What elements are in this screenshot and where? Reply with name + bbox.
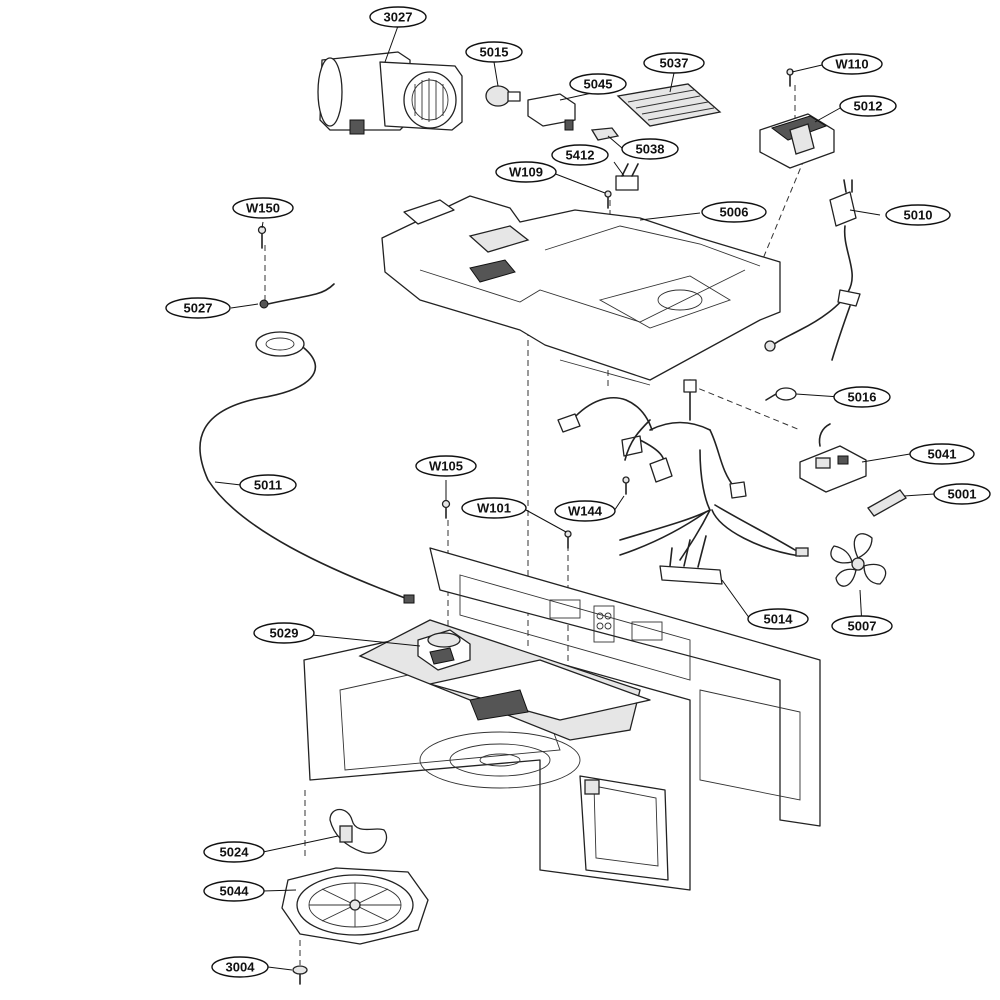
callout-w150: W150 [232, 197, 294, 219]
turntable-cover-part [281, 867, 429, 945]
lamp-bulb-part [485, 85, 521, 107]
callout-5037: 5037 [643, 52, 705, 74]
callout-5001: 5001 [933, 483, 991, 505]
wire-connector-block-part [659, 535, 723, 585]
svg-text:5027: 5027 [184, 301, 213, 316]
screw-w105 [441, 499, 451, 519]
svg-text:3027: 3027 [384, 10, 413, 25]
svg-text:5016: 5016 [848, 390, 877, 405]
fuse-part [867, 489, 907, 517]
svg-text:3004: 3004 [226, 960, 256, 975]
screw-3004 [292, 965, 308, 985]
connector-part [615, 163, 639, 191]
callout-w110: W110 [821, 53, 883, 75]
callout-5006: 5006 [701, 201, 767, 223]
callout-5007: 5007 [831, 615, 893, 637]
callout-w105: W105 [415, 455, 477, 477]
callout-5045: 5045 [569, 73, 627, 95]
svg-text:5015: 5015 [480, 45, 509, 60]
svg-text:5037: 5037 [660, 56, 689, 71]
svg-text:5012: 5012 [854, 99, 883, 114]
circuit-board-part [799, 423, 867, 493]
clip-part [590, 127, 620, 141]
svg-text:5011: 5011 [254, 478, 282, 493]
callout-5011: 5011 [239, 474, 297, 496]
callout-w144: W144 [554, 500, 616, 522]
callout-5038: 5038 [621, 138, 679, 160]
screw-w144 [622, 476, 630, 495]
magnetron-part [417, 629, 471, 671]
blower-motor-part [317, 51, 463, 135]
callout-5029: 5029 [253, 622, 315, 644]
callout-3004: 3004 [211, 956, 269, 978]
callout-5027: 5027 [165, 297, 231, 319]
thermistor-part [259, 283, 335, 309]
base-plate-part [381, 195, 781, 386]
svg-text:W144: W144 [568, 504, 603, 519]
svg-text:W109: W109 [509, 165, 543, 180]
callout-5010: 5010 [885, 204, 951, 226]
screw-w150 [257, 225, 267, 249]
svg-text:5014: 5014 [764, 612, 794, 627]
callout-w101: W101 [461, 497, 527, 519]
svg-text:W105: W105 [429, 459, 463, 474]
callout-5015: 5015 [465, 41, 523, 63]
power-cord-part [764, 179, 861, 361]
svg-text:5045: 5045 [584, 77, 613, 92]
svg-text:5412: 5412 [566, 148, 595, 163]
cable-part [199, 331, 415, 604]
wire-harness-part [557, 379, 809, 561]
coupler-part [329, 808, 388, 854]
fan-blade-part [830, 533, 887, 587]
callout-5044: 5044 [203, 880, 265, 902]
callout-3027: 3027 [369, 6, 427, 28]
lamp-socket-part [527, 93, 576, 131]
grille-filter-part [616, 83, 722, 127]
transformer-part [759, 113, 835, 169]
callout-5024: 5024 [203, 841, 265, 863]
svg-text:W150: W150 [246, 201, 280, 216]
svg-text:W110: W110 [835, 57, 868, 72]
svg-text:5038: 5038 [636, 142, 665, 157]
svg-text:5041: 5041 [928, 447, 957, 462]
svg-text:W101: W101 [477, 501, 511, 516]
svg-text:5010: 5010 [904, 208, 933, 223]
callout-5016: 5016 [833, 386, 891, 408]
screw-w109 [604, 190, 612, 209]
callout-5041: 5041 [909, 443, 975, 465]
svg-text:5001: 5001 [948, 487, 977, 502]
svg-text:5044: 5044 [220, 884, 250, 899]
callouts: 3027 5015 5045 5037 W110 5012 5038 5412 [165, 6, 991, 978]
callout-5014: 5014 [747, 608, 809, 630]
svg-text:5024: 5024 [220, 845, 250, 860]
callout-w109: W109 [495, 161, 557, 183]
svg-text:5007: 5007 [848, 619, 877, 634]
callout-5412: 5412 [551, 144, 609, 166]
callout-5012: 5012 [839, 95, 897, 117]
screw-w101 [564, 530, 572, 549]
svg-text:5029: 5029 [270, 626, 299, 641]
svg-text:5006: 5006 [720, 205, 749, 220]
thermal-fuse-part [765, 387, 797, 401]
